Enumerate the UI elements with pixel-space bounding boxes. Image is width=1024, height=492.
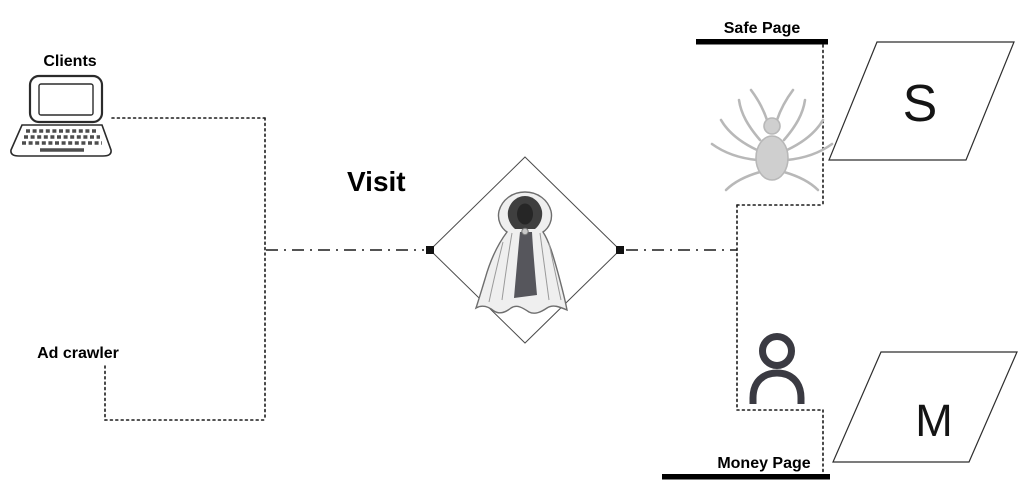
diamond-left-port <box>426 246 434 254</box>
money-page-label: Money Page <box>717 455 810 472</box>
money-page-bar <box>662 474 830 480</box>
ad-crawler-label: Ad crawler <box>37 345 119 362</box>
safe-page-shape <box>828 41 1015 161</box>
cloaked-figure-icon <box>474 191 568 314</box>
clients-label: Clients <box>43 53 96 70</box>
money-page-letter: M <box>915 395 953 446</box>
visit-label: Visit <box>347 166 406 197</box>
safe-page-label: Safe Page <box>724 20 801 37</box>
laptop-icon <box>10 74 112 157</box>
money-page-shape <box>832 351 1018 463</box>
diamond-right-port <box>616 246 624 254</box>
person-icon <box>749 333 805 404</box>
safe-page-bar <box>696 39 828 45</box>
safe-page-letter: S <box>903 75 938 133</box>
spider-icon <box>710 88 834 192</box>
